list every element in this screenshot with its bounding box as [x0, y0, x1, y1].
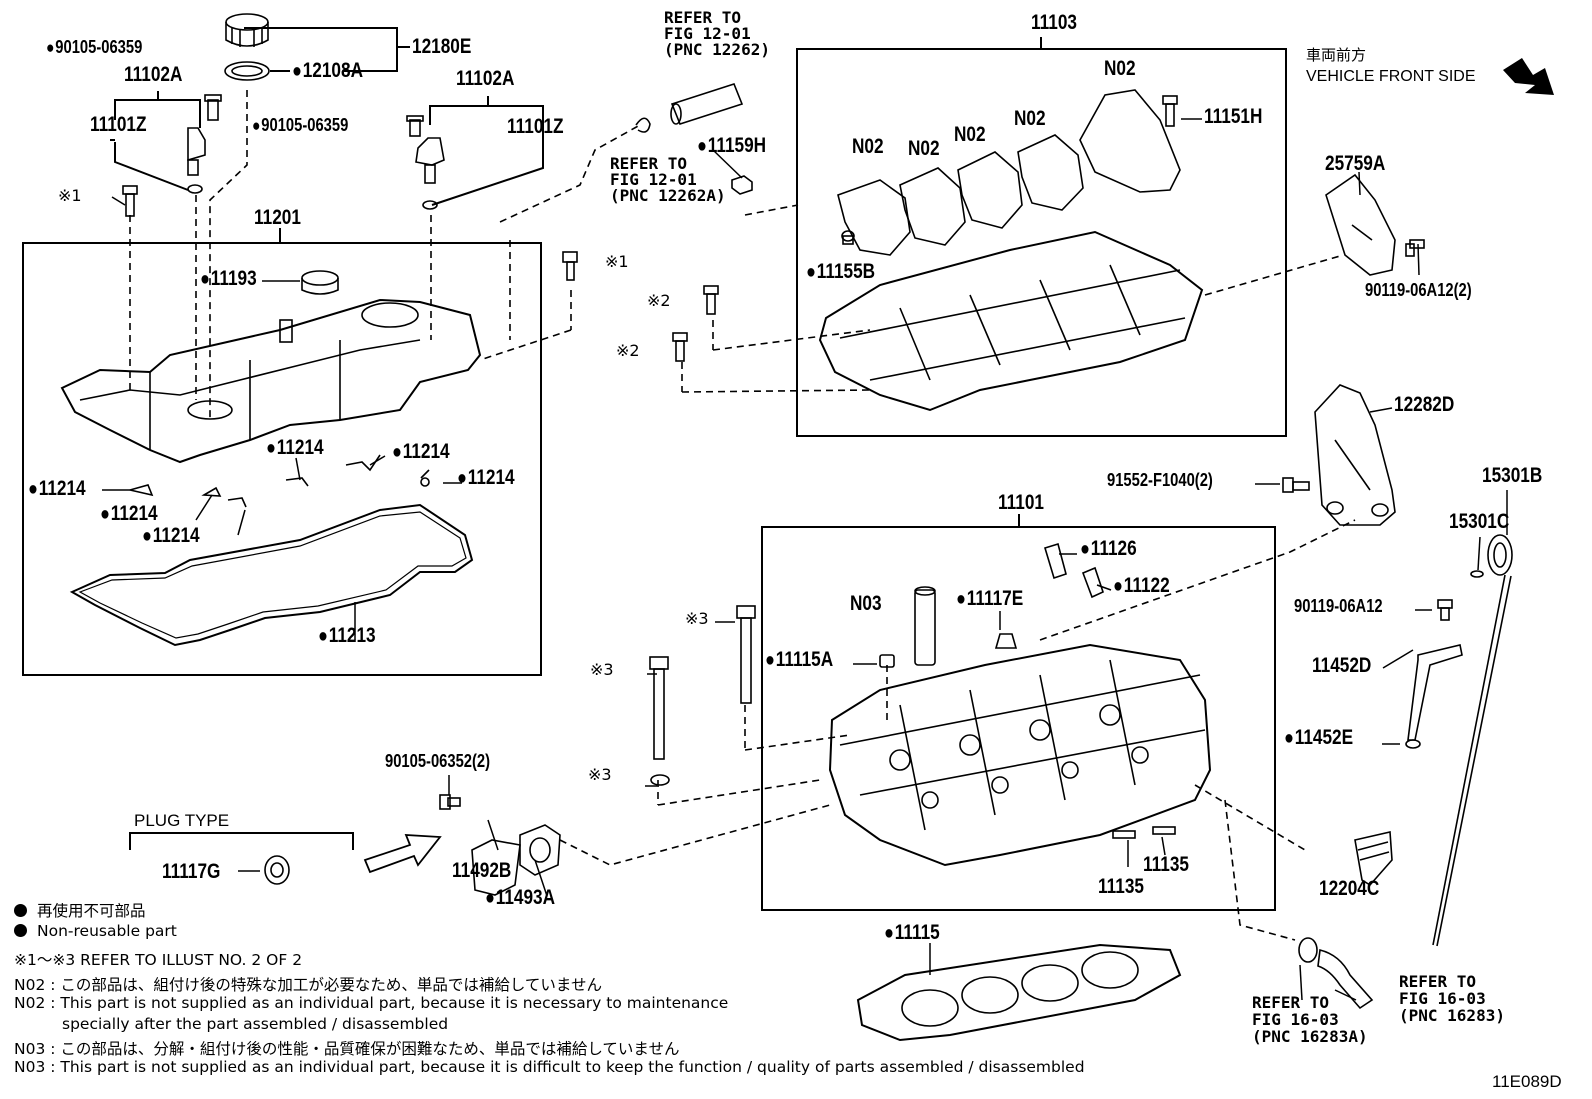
- plug-type-label: PLUG TYPE: [134, 811, 230, 830]
- ref-fig-12-01-pnc-12262a: REFER TO FIG 12-01 (PNC 12262A): [610, 156, 726, 204]
- label-11135-b: 11135: [1098, 875, 1144, 898]
- legend-n03-en: N03 : This part is not supplied as an in…: [14, 1058, 1085, 1076]
- legend-refer-illust: ※1～※3 REFER TO ILLUST NO. 2 OF 2: [14, 951, 303, 969]
- label-11493A: 11493A: [485, 887, 555, 909]
- label-11201: 11201: [254, 206, 301, 229]
- label-11101: 11101: [998, 491, 1044, 514]
- label-ref-3c: ※3: [588, 765, 612, 784]
- label-ref-2b: ※2: [616, 341, 640, 360]
- label-11115A: 11115A: [765, 649, 833, 671]
- label-11101Z-a: 11101Z: [90, 113, 147, 136]
- box-cylinder-head: [761, 526, 1276, 911]
- label-11492B: 11492B: [452, 859, 512, 882]
- label-90119-06A12-2: 90119-06A12(2): [1365, 280, 1472, 300]
- label-90105-06359-a: 90105-06359: [46, 38, 142, 56]
- illustration-id: 11E089D: [1492, 1072, 1562, 1091]
- ref-line-1: REFER TO: [610, 154, 688, 173]
- ref-fig-16-03-pnc-16283: REFER TO FIG 16-03 (PNC 16283): [1399, 973, 1505, 1024]
- label-11151H: 11151H: [1204, 105, 1263, 128]
- ref-line-2: FIG 12-01: [664, 24, 751, 43]
- label-90119-06A12: 90119-06A12: [1294, 596, 1383, 616]
- box-cover-assembly: [22, 242, 542, 676]
- label-11155B: 11155B: [806, 261, 875, 283]
- label-11101Z-b: 11101Z: [507, 115, 564, 138]
- vehicle-front-jp: 車両前方: [1306, 46, 1367, 64]
- ref-line-3: (PNC 16283): [1399, 1006, 1505, 1025]
- label-ref-3b: ※3: [590, 660, 614, 679]
- label-12180E: 12180E: [412, 35, 472, 58]
- label-ref-3a: ※3: [685, 609, 709, 628]
- vehicle-front-en: VEHICLE FRONT SIDE: [1306, 68, 1476, 85]
- legend-n02-jp: N02 : この部品は、組付け後の特殊な加工が必要なため、単品では補給していませ…: [14, 976, 602, 994]
- ref-line-3: (PNC 16283A): [1252, 1027, 1368, 1046]
- label-11122: 11122: [1113, 575, 1170, 597]
- ref-line-1: REFER TO: [1399, 972, 1477, 991]
- label-11126: 11126: [1080, 538, 1137, 560]
- legend-non-reusable-en: Non-reusable part: [14, 922, 177, 940]
- ref-line-1: REFER TO: [664, 8, 742, 27]
- label-11214-a: 11214: [266, 437, 324, 459]
- label-90105-06352-2: 90105-06352(2): [385, 751, 491, 771]
- ref-fig-16-03-pnc-16283a: REFER TO FIG 16-03 (PNC 16283A): [1252, 994, 1368, 1045]
- ref-line-2: FIG 16-03: [1252, 1010, 1339, 1029]
- ref-line-2: FIG 12-01: [610, 170, 697, 189]
- label-n02-3: N02: [954, 123, 986, 146]
- label-91552-F1040-2: 91552-F1040(2): [1107, 470, 1213, 490]
- label-11213: 11213: [318, 625, 376, 647]
- label-12108A: 12108A: [292, 60, 363, 82]
- label-11214-d: 11214: [28, 478, 86, 500]
- ref-fig-12-01-pnc-12262: REFER TO FIG 12-01 (PNC 12262): [664, 10, 770, 58]
- label-n02-4: N02: [908, 137, 940, 160]
- label-ref-1b: ※1: [605, 252, 629, 271]
- label-90105-06359-b: 90105-06359: [252, 116, 348, 134]
- ref-line-1: REFER TO: [1252, 993, 1330, 1012]
- label-11214-e: 11214: [100, 503, 158, 525]
- label-11103: 11103: [1031, 11, 1077, 34]
- label-11117E: 11117E: [956, 588, 1024, 610]
- label-11117G: 11117G: [162, 860, 221, 883]
- label-11214-f: 11214: [142, 525, 200, 547]
- vehicle-front-arrow-icon: [1500, 60, 1560, 100]
- label-11102A-a: 11102A: [124, 63, 183, 86]
- label-25759A: 25759A: [1325, 152, 1386, 175]
- legend-n02-en-1: N02 : This part is not supplied as an in…: [14, 994, 729, 1012]
- label-11452D: 11452D: [1312, 654, 1372, 677]
- legend-n03-jp: N03 : この部品は、分解・組付け後の性能・品質確保が困難なため、単品では補給…: [14, 1040, 680, 1058]
- label-11214-c: 11214: [457, 467, 515, 489]
- label-n02-5: N02: [852, 135, 884, 158]
- legend-non-reusable-jp: 再使用不可部品: [14, 899, 146, 921]
- label-11135-a: 11135: [1143, 853, 1189, 876]
- ref-line-2: FIG 16-03: [1399, 989, 1486, 1008]
- label-12282D: 12282D: [1394, 393, 1455, 416]
- label-12204C: 12204C: [1319, 877, 1380, 900]
- label-11452E: 11452E: [1284, 727, 1353, 749]
- label-11115: 11115: [884, 922, 940, 944]
- label-11214-b: 11214: [392, 441, 450, 463]
- label-11102A-b: 11102A: [456, 67, 515, 90]
- label-n02-2: N02: [1014, 107, 1046, 130]
- label-n03: N03: [850, 592, 882, 615]
- label-11193: 11193: [200, 268, 257, 290]
- label-15301C: 15301C: [1449, 510, 1510, 533]
- ref-line-3: (PNC 12262): [664, 40, 770, 59]
- bullet-icon: [14, 904, 27, 917]
- bullet-icon: [14, 924, 27, 937]
- label-15301B: 15301B: [1482, 464, 1543, 487]
- label-n02-1: N02: [1104, 57, 1136, 80]
- label-11159H: 11159H: [697, 135, 766, 157]
- label-ref-2a: ※2: [647, 291, 671, 310]
- legend-text: Non-reusable part: [37, 922, 177, 940]
- ref-line-3: (PNC 12262A): [610, 186, 726, 205]
- label-ref-1: ※1: [58, 186, 82, 205]
- legend-n02-en-2: specially after the part assembled / dis…: [62, 1015, 449, 1033]
- legend-text: 再使用不可部品: [37, 902, 146, 920]
